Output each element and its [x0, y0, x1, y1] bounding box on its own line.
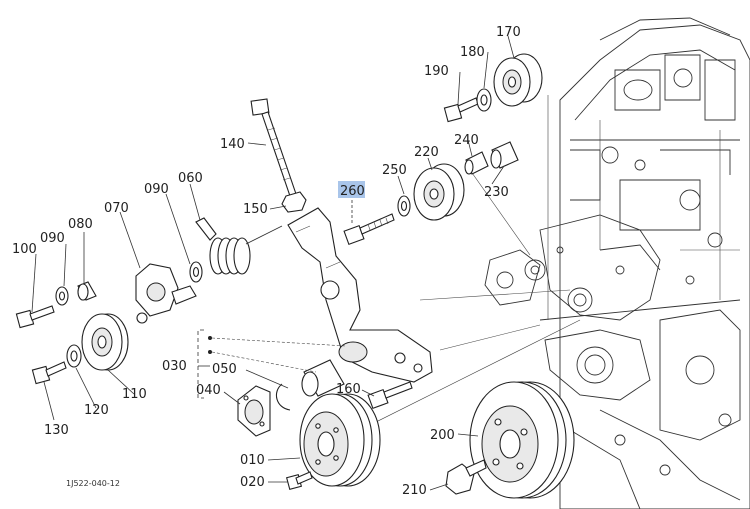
label-020[interactable]: 020: [240, 475, 265, 490]
alignment-line: [439, 324, 541, 351]
part-070-tensioner-arm: [135, 263, 197, 324]
part-190-bolt: [443, 97, 479, 123]
part-200-crank-pulley: [469, 381, 575, 499]
callout-bracket-030: [197, 329, 347, 399]
leader-lines: [31, 35, 515, 491]
part-140-bolt: [250, 98, 297, 197]
part-130-bolt: [31, 361, 67, 385]
label-220[interactable]: 220: [414, 145, 439, 160]
part-150-nut: [281, 191, 307, 213]
label-140[interactable]: 140: [220, 137, 245, 152]
label-070[interactable]: 070: [104, 201, 129, 216]
label-080[interactable]: 080: [68, 217, 93, 232]
part-220-idler-pulley: [413, 163, 465, 221]
tensioner-bracket: [287, 207, 433, 383]
part-180-washer: [476, 88, 492, 112]
label-130[interactable]: 130: [44, 423, 69, 438]
label-230[interactable]: 230: [484, 185, 509, 200]
part-090-washer: [189, 261, 203, 283]
part-240-spacer: [464, 151, 489, 175]
label-190[interactable]: 190: [424, 64, 449, 79]
label-040[interactable]: 040: [196, 383, 221, 398]
label-150[interactable]: 150: [243, 202, 268, 217]
part-260-bolt: [343, 213, 395, 246]
part-170-pulley: [493, 53, 543, 107]
part-100-bolt: [15, 305, 55, 329]
label-100[interactable]: 100: [12, 242, 37, 257]
label-200[interactable]: 200: [430, 428, 455, 443]
highlight-box-260: [338, 181, 365, 198]
part-080-bushing: [77, 281, 97, 301]
alignment-line: [419, 289, 571, 301]
label-010[interactable]: 010: [240, 453, 265, 468]
part-090-washer: [55, 286, 69, 306]
label-210[interactable]: 210: [402, 483, 427, 498]
part-250-washer: [397, 195, 411, 217]
label-240[interactable]: 240: [454, 133, 479, 148]
part-110-idler-pulley: [81, 313, 129, 371]
label-110[interactable]: 110: [122, 387, 147, 402]
part-210-bolt: [445, 459, 487, 495]
label-120[interactable]: 120: [84, 403, 109, 418]
label-180[interactable]: 180: [460, 45, 485, 60]
alignment-line: [359, 319, 581, 431]
part-010-fan-pulley: [299, 393, 381, 487]
label-050[interactable]: 050: [212, 362, 237, 377]
label-170[interactable]: 170: [496, 25, 521, 40]
label-090-upper[interactable]: 090: [144, 182, 169, 197]
label-260[interactable]: 260: [340, 184, 365, 199]
alignment-line: [469, 169, 531, 256]
label-160[interactable]: 160: [336, 382, 361, 397]
part-230-bushing: [490, 141, 519, 169]
part-040-hub: [237, 385, 271, 437]
part-050-sleeve: [275, 359, 345, 411]
part-160-bolt: [367, 381, 413, 410]
label-030[interactable]: 030: [162, 359, 187, 374]
part-020-bolt: [285, 471, 313, 491]
part-labels: 010 020 030 040 050 060 070 080 090 090 …: [12, 25, 521, 498]
engine-block-drawing: [484, 17, 750, 509]
label-090-lower[interactable]: 090: [40, 231, 65, 246]
part-060-spring: [195, 217, 283, 275]
label-060[interactable]: 060: [178, 171, 203, 186]
part-120-washer: [66, 344, 82, 368]
label-250[interactable]: 250: [382, 163, 407, 178]
figure-code: 1J522-040-12: [66, 479, 120, 488]
